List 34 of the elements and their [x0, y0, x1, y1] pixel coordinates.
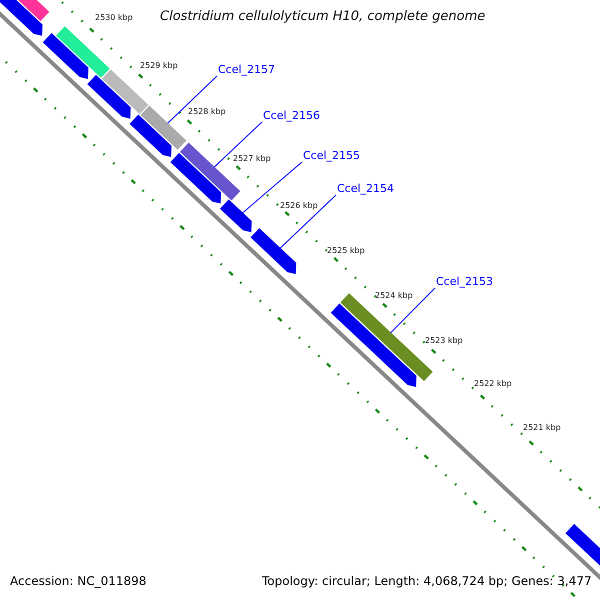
- gene-feature: [42, 33, 88, 79]
- gene-label: Ccel_2157: [218, 64, 276, 76]
- leader-line: [280, 194, 336, 249]
- gene-feature: [56, 26, 110, 78]
- gene-feature: [140, 106, 186, 150]
- scale-label: 2529 kbp: [140, 62, 178, 71]
- gene-feature: [102, 69, 148, 114]
- scale-label: 2528 kbp: [188, 108, 226, 117]
- gene-feature: [87, 74, 131, 119]
- leader-line: [390, 288, 436, 334]
- gene-label: Ccel_2153: [436, 276, 494, 288]
- scale-label: 2524 kbp: [375, 292, 413, 301]
- title: Clostridium cellulolyticum H10, complete genome: [160, 10, 486, 24]
- gene-label: Ccel_2155: [303, 150, 360, 162]
- gene-feature: [130, 114, 172, 157]
- scale-label: 2523 kbp: [425, 337, 463, 346]
- scale-label: 2525 kbp: [327, 247, 365, 256]
- scale-label: 2530 kbp: [95, 14, 133, 23]
- scale-label: 2527 kbp: [233, 155, 271, 164]
- leader-line: [167, 76, 218, 124]
- gene-label: Ccel_2154: [337, 183, 394, 196]
- scale-label: 2521 kbp: [523, 424, 561, 433]
- gene-feature: [170, 152, 222, 204]
- scale-label: 2526 kbp: [280, 202, 318, 211]
- scale-label: 2522 kbp: [474, 380, 512, 389]
- footer-text: Accession: NC_011898: [10, 575, 146, 588]
- gene-label: Ccel_2156: [263, 110, 320, 122]
- footer-text: Topology: circular; Length: 4,068,724 bp; Genes: 3,477: [262, 575, 592, 588]
- leader-line: [214, 122, 262, 168]
- gene-feature: [220, 199, 252, 232]
- leader-line: [242, 162, 302, 214]
- gene-feature: [0, 0, 42, 36]
- gene-feature: [250, 228, 296, 274]
- gene-feature: [330, 303, 416, 387]
